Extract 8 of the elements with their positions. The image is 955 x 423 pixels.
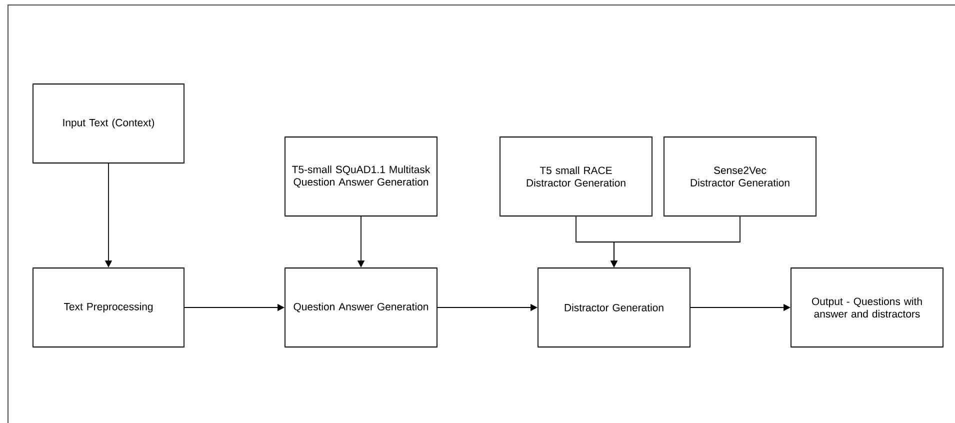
process-box: Output - Questions with answer and distractors <box>790 268 944 348</box>
process-box: T5 small RACE Distractor Generation <box>500 136 652 216</box>
process-box: Input Text (Context) <box>32 84 184 164</box>
process-box: Sense2Vec Distractor Generation <box>664 136 816 216</box>
process-box: Question Answer Generation <box>284 268 438 348</box>
process-box: Text Preprocessing <box>32 268 184 348</box>
process-box: Distractor Generation <box>538 268 690 348</box>
process-box: T5-small SQuAD1.1 Multitask Question Answer Generation <box>284 136 438 216</box>
